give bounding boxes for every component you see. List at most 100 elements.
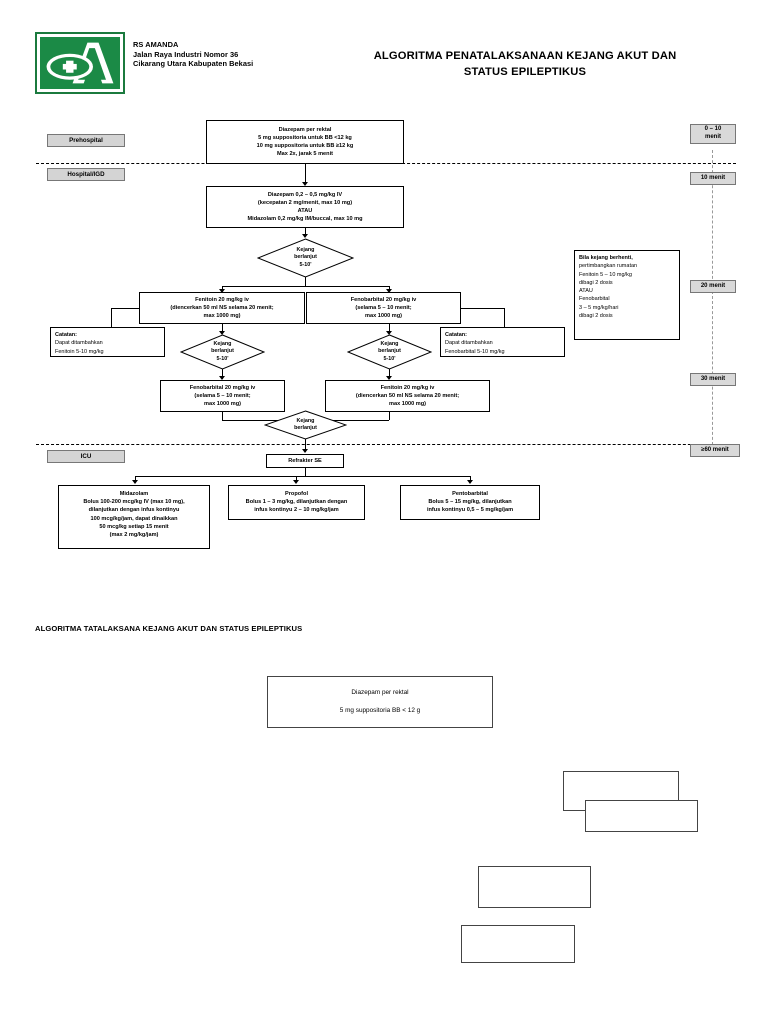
- note-catatan-fenitoin: Catatan: Dapat ditambahkan Fenitoin 5-10…: [50, 327, 165, 357]
- connector-line: [389, 412, 390, 420]
- node-line: (kecepatan 2 mg/menit, max 10 mg): [257, 199, 353, 206]
- note-line: ATAU: [579, 288, 593, 295]
- node-diazepam-iv: Diazepam 0,2 – 0,5 mg/kg IV (kecepatan 2…: [206, 186, 404, 228]
- diamond-shape-icon: [347, 334, 432, 370]
- node-line: max 1000 mg): [364, 313, 402, 320]
- connector-line: [504, 308, 505, 332]
- node-line: Fenitoin 20 mg/kg iv: [380, 384, 435, 391]
- hospital-logo: [35, 32, 125, 94]
- node-line: 100 mcg/kg/jam, dapat dinaikkan: [90, 515, 178, 522]
- connector-arrow: [386, 376, 392, 380]
- node-line: ATAU: [297, 208, 313, 214]
- connector-arrow: [302, 182, 308, 186]
- connector-arrow: [132, 480, 138, 484]
- node-refrakter-se: Refrakter SE: [266, 454, 344, 468]
- connector-bus: [111, 308, 140, 309]
- connector-arrow: [219, 376, 225, 380]
- hospital-name: RS AMANDA: [133, 40, 179, 49]
- node-diazepam-rektal: Diazepam per rektal 5 mg suppositoria un…: [206, 120, 404, 164]
- note-line: 3 – 5 mg/kg/hari: [579, 304, 619, 311]
- note-title: Catatan:: [445, 332, 468, 338]
- hospital-address-1: Jalan Raya Industri Nomor 36: [133, 49, 239, 59]
- node-title: Pentobarbital: [452, 491, 488, 497]
- node-fenitoin-second: Fenitoin 20 mg/kg iv (diencerkan 50 ml N…: [325, 380, 490, 412]
- note-line: Fenitoin 5 – 10 mg/kg: [579, 271, 632, 278]
- node-line: 10 mg suppositoria untuk BB ≥12 kg: [256, 143, 354, 149]
- hospital-address-2: Cikarang Utara Kabupaten Bekasi: [133, 59, 254, 69]
- connector-arrow: [386, 331, 392, 335]
- diamond-shape-icon: [180, 334, 265, 370]
- node-fenitoin-first: Fenitoin 20 mg/kg iv (diencerkan 50 ml N…: [139, 292, 305, 324]
- note-line: Fenitoin 5-10 mg/kg: [55, 348, 104, 355]
- timeline-chip-line-1: 20 menit: [700, 282, 726, 289]
- node-pentobarbital: Pentobarbital Bolus 5 – 15 mg/kg, dilanj…: [400, 485, 540, 520]
- connector-line: [222, 412, 223, 420]
- node-line: Bolus 100-200 mcg/kg IV (max 10 mg),: [83, 499, 185, 506]
- timeline-chip-20-menit: 20 menit: [690, 280, 736, 293]
- node-line: Midazolam 0,2 mg/kg IM/buccal, max 10 mg: [247, 216, 363, 223]
- connector-arrow: [386, 289, 392, 293]
- decision-kejang-berlanjut-1: Kejang berlanjut 5-10': [257, 238, 354, 278]
- node-line: Diazepam 0,2 – 0,5 mg/kg IV: [267, 191, 343, 198]
- node-line: Max 2x, jarak 5 menit: [277, 151, 333, 158]
- note-line: Fenobarbital: [579, 296, 610, 303]
- connector-arrow: [293, 480, 299, 484]
- connector-line: [222, 286, 223, 291]
- node-line: (diencerkan 50 ml NS selama 20 menit;: [170, 304, 274, 311]
- stage-label-hospital-igd: Hospital/IGD: [47, 168, 125, 181]
- node-line: infus kontinyu 2 – 10 mg/kg/jam: [254, 507, 339, 514]
- connector-line: [305, 164, 306, 183]
- page-title-line-1: ALGORITMA PENATALAKSANAAN KEJANG AKUT DA…: [373, 50, 677, 62]
- connector-arrow: [219, 331, 225, 335]
- section2-box-line-2: 5 mg suppositoria BB < 12 g: [339, 707, 421, 714]
- timeline-chip-line-1: 0 – 10: [704, 126, 722, 133]
- node-line: Fenobarbital 20 mg/kg iv: [350, 296, 417, 303]
- connector-arrow: [467, 480, 473, 484]
- connector-bus: [460, 308, 504, 309]
- page-title-line-2: STATUS EPILEPTIKUS: [463, 66, 587, 78]
- timeline-chip-line-1: ≥60 menit: [701, 446, 729, 453]
- diamond-shape-icon: [264, 410, 347, 440]
- empty-box-4: [461, 925, 575, 963]
- note-line: dibagi 2 dosis: [579, 279, 613, 286]
- note-catatan-fenobarbital: Catatan: Dapat ditambahkan Fenobarbital …: [440, 327, 565, 357]
- timeline-chip-line-1: 10 menit: [700, 174, 726, 181]
- section2-box-diazepam: Diazepam per rektal 5 mg suppositoria BB…: [267, 676, 493, 728]
- timeline-chip-line-2: menit: [704, 134, 721, 140]
- timeline-chip-10-menit: 10 menit: [690, 172, 736, 185]
- note-line: pertimbangkan rumatan: [579, 263, 638, 270]
- section2-box-line-1: Diazepam per rektal: [351, 689, 409, 696]
- stage-label-text: ICU: [80, 453, 92, 460]
- node-line: max 1000 mg): [203, 401, 241, 408]
- connector-line: [389, 286, 390, 291]
- empty-box-2: [585, 800, 698, 832]
- note-line: Dapat ditambahkan: [445, 340, 493, 347]
- note-line: dibagi 2 dosis: [579, 313, 613, 320]
- node-line: Fenitoin 20 mg/kg iv: [195, 296, 249, 303]
- connector-line: [305, 228, 306, 236]
- node-line: Bolus 5 – 15 mg/kg, dilanjutkan: [428, 499, 512, 506]
- node-midazolam: Midazolam Bolus 100-200 mcg/kg IV (max 1…: [58, 485, 210, 549]
- logo-mark: [40, 37, 120, 89]
- node-line: Refrakter SE: [288, 457, 322, 464]
- timeline-chip-60-menit: ≥60 menit: [690, 444, 740, 457]
- note-line: Fenobarbital 5-10 mg/kg: [445, 348, 505, 355]
- node-line: Bolus 1 – 3 mg/kg, dilanjutkan dengan: [245, 499, 348, 506]
- connector-bus: [222, 286, 389, 287]
- node-title: Propofol: [285, 491, 308, 497]
- connector-line: [222, 324, 223, 333]
- node-line: max 1000 mg): [203, 313, 241, 320]
- note-line: Dapat ditambahkan: [55, 340, 103, 347]
- node-propofol: Propofol Bolus 1 – 3 mg/kg, dilanjutkan …: [228, 485, 365, 520]
- node-title: Midazolam: [119, 491, 149, 497]
- hospital-info: RS AMANDA Jalan Raya Industri Nomor 36 C…: [133, 40, 353, 69]
- node-line: dilanjutkan dengan infus kontinyu: [88, 507, 180, 514]
- connector-bus: [135, 476, 470, 477]
- connector-line: [389, 369, 390, 379]
- connector-line: [296, 476, 297, 482]
- stage-label-icu: ICU: [47, 450, 125, 463]
- connector-arrow: [302, 234, 308, 238]
- note-title: Catatan:: [55, 332, 78, 338]
- node-fenobarbital-first: Fenobarbital 20 mg/kg iv (selama 5 – 10 …: [306, 292, 461, 324]
